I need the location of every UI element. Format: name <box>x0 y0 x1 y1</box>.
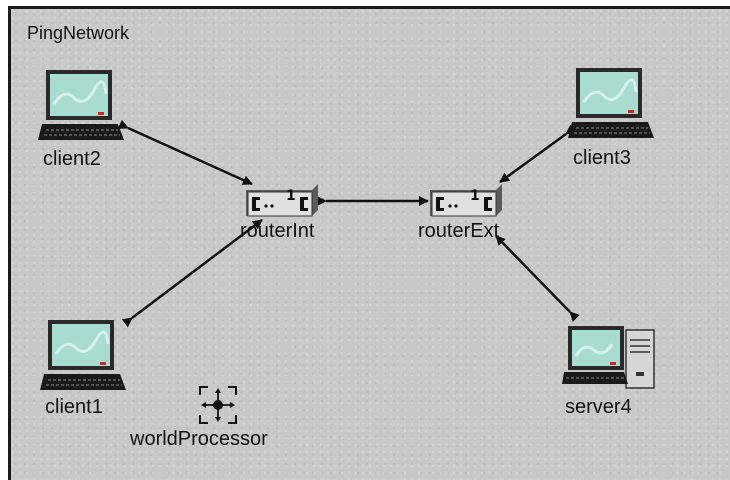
workstation-icon <box>568 68 654 138</box>
link-server4-routerExt[interactable] <box>495 235 580 322</box>
node-worldProcessor[interactable] <box>198 385 238 429</box>
node-label-server4: server4 <box>565 396 632 418</box>
router-badge: 1 <box>470 188 480 204</box>
node-routerExt[interactable]: 1 <box>430 184 510 224</box>
link-client3-routerExt[interactable] <box>499 124 577 184</box>
link-client2-routerInt[interactable] <box>117 119 253 186</box>
node-client2[interactable] <box>38 68 128 152</box>
node-label-routerInt: routerInt <box>240 220 315 242</box>
node-client1[interactable] <box>40 318 130 402</box>
router-badge: 1 <box>286 188 296 204</box>
node-label-client3: client3 <box>573 147 631 169</box>
server-icon <box>562 326 655 389</box>
node-server4[interactable] <box>562 324 662 398</box>
router-icon <box>430 184 502 217</box>
router-icon <box>246 184 318 217</box>
node-routerInt[interactable]: 1 <box>246 184 326 224</box>
node-label-routerExt: routerExt <box>418 220 500 242</box>
node-label-worldProcessor: worldProcessor <box>130 428 268 450</box>
link-client1-routerInt[interactable] <box>121 219 263 328</box>
node-label-client2: client2 <box>43 148 101 170</box>
node-label-client1: client1 <box>45 396 103 418</box>
workstation-icon <box>40 320 126 390</box>
world-processor-icon <box>199 386 237 424</box>
workstation-icon <box>38 70 124 140</box>
network-title: PingNetwork <box>27 23 130 43</box>
node-client3[interactable] <box>568 66 658 150</box>
